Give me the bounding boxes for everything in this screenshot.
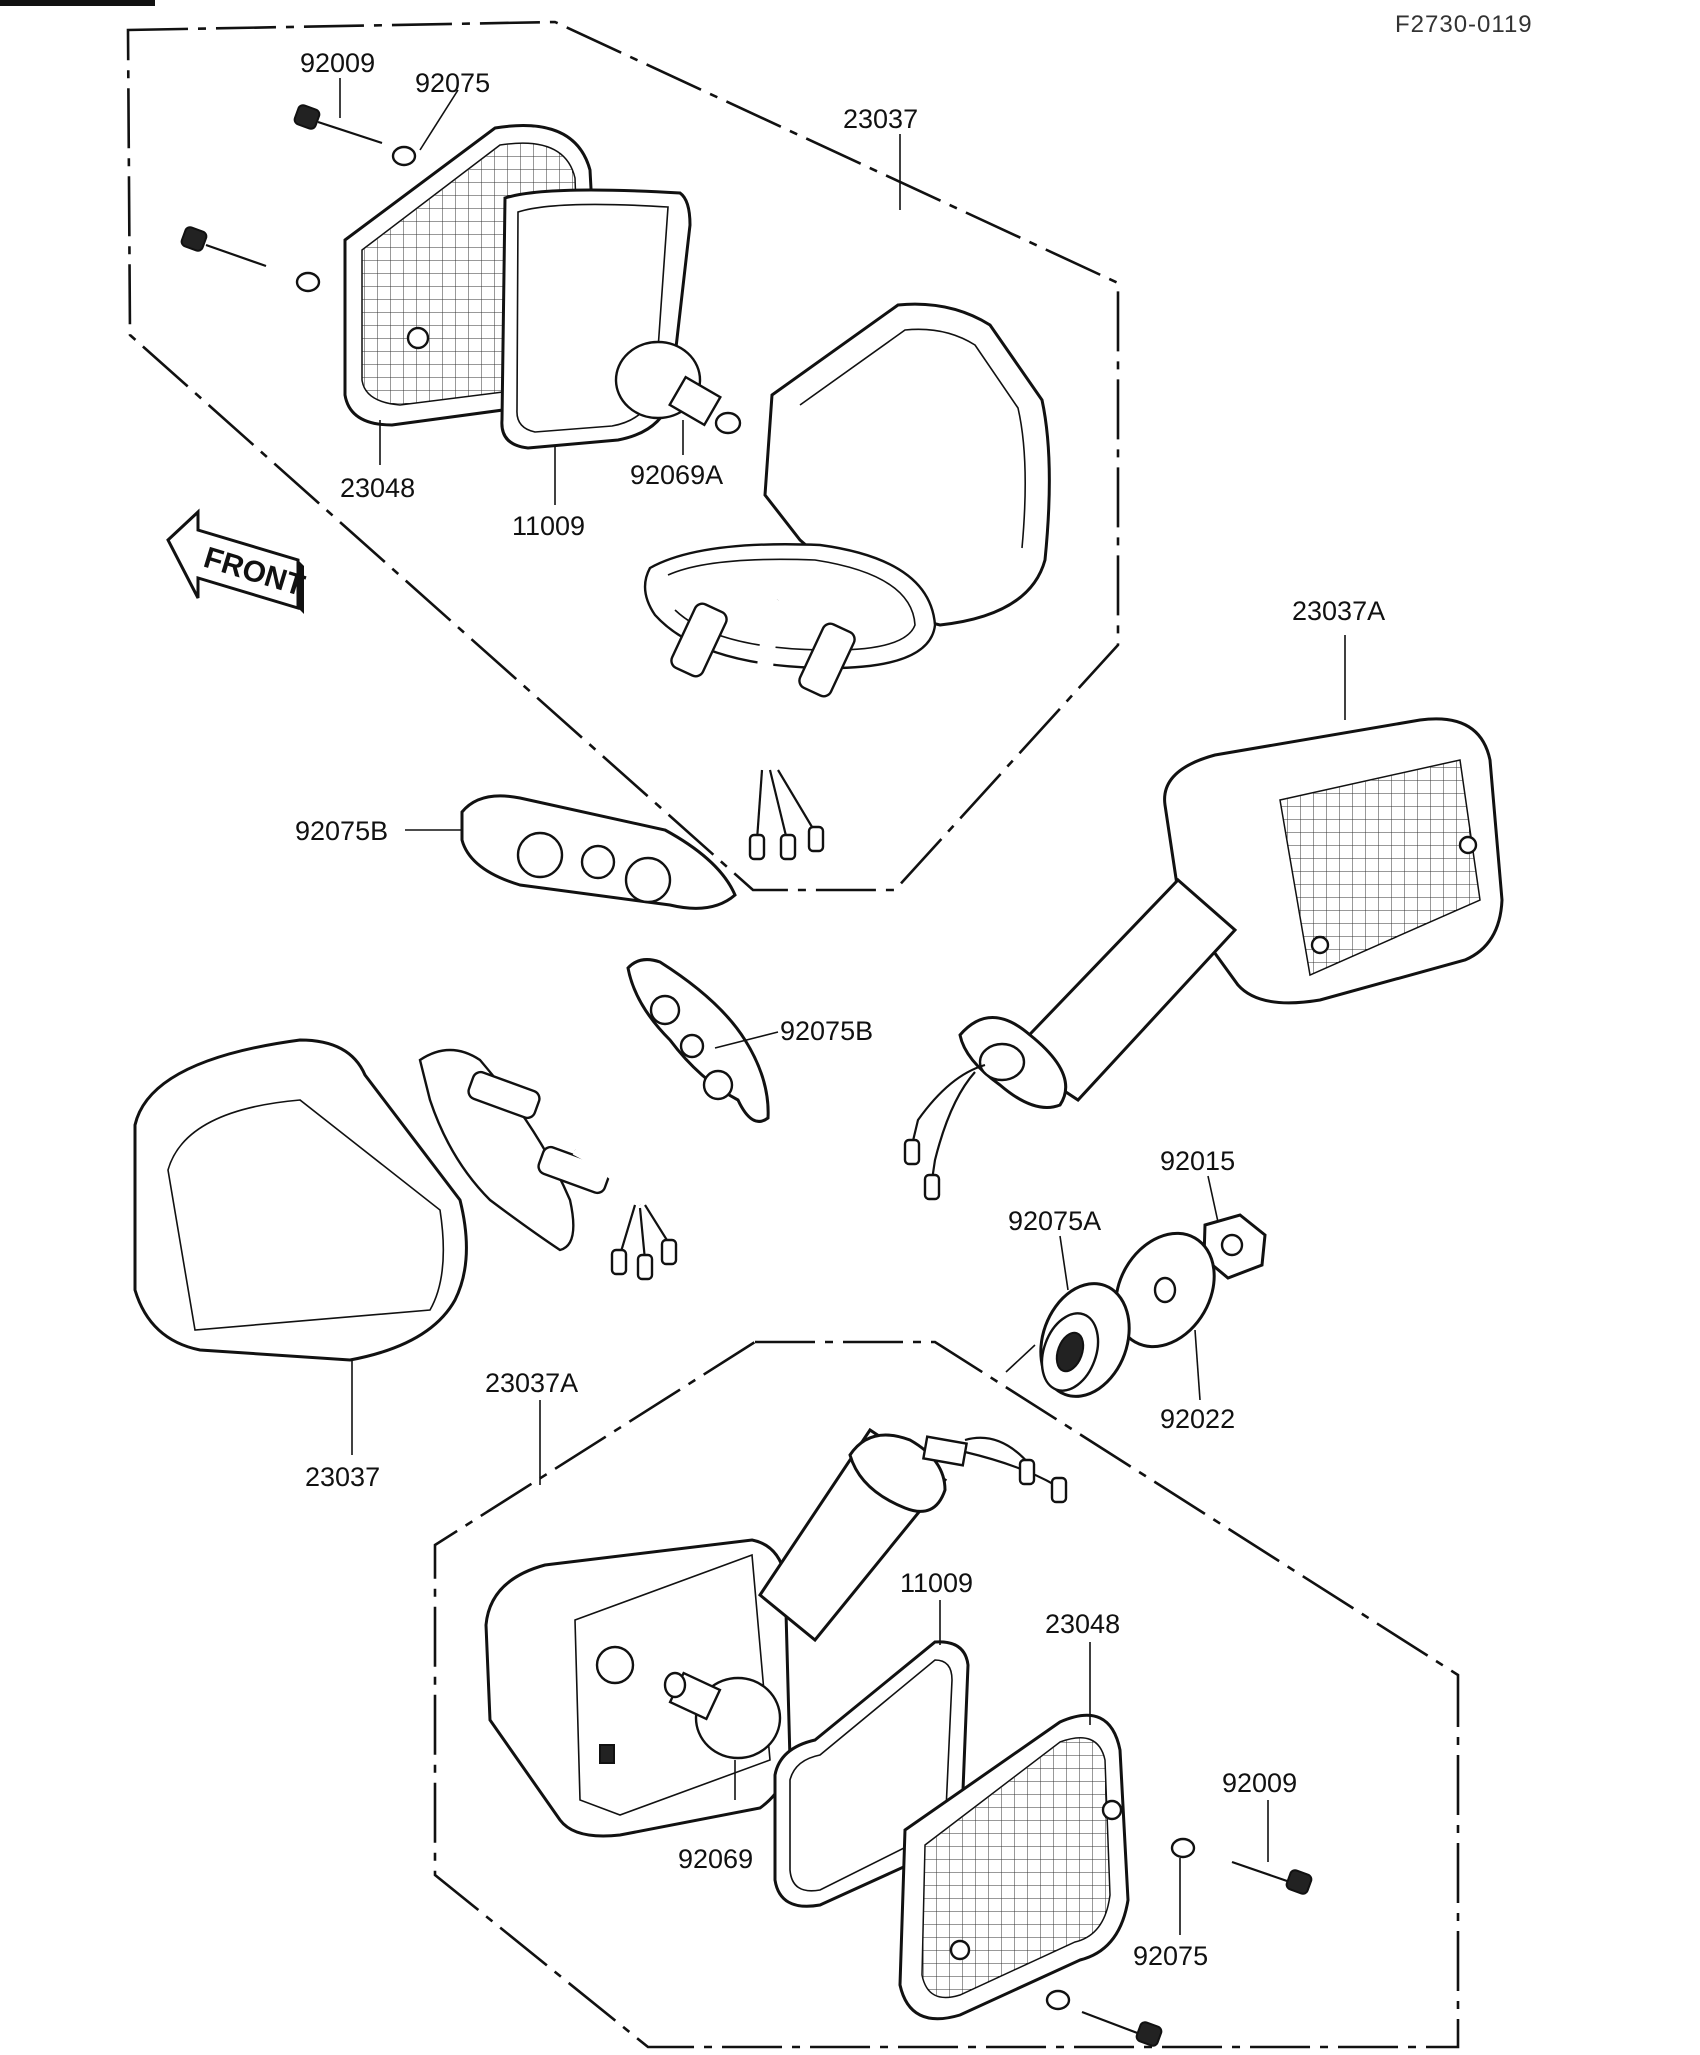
callout-left-assembly: 23037 <box>305 1462 380 1492</box>
left-assembly <box>133 1038 678 1362</box>
front-pad <box>460 794 737 910</box>
top-corner-mark <box>0 0 155 6</box>
callout-bottom-screw: 92009 <box>1222 1768 1297 1798</box>
callout-bottom-gasket: 11009 <box>900 1568 973 1598</box>
top-washer-1 <box>391 145 417 167</box>
callout-top-screw: 92009 <box>300 48 375 78</box>
callout-large-washer: 92022 <box>1160 1404 1235 1434</box>
top-housing <box>643 302 1051 861</box>
callout-nut: 92015 <box>1160 1146 1235 1176</box>
callout-right-assembly: 23037A <box>1292 596 1385 626</box>
callout-top-bulb: 92069A <box>630 460 723 490</box>
callout-bottom-bulb: 92069 <box>678 1844 753 1874</box>
callout-front-pad: 92075B <box>295 816 388 846</box>
grommet <box>1039 1282 1131 1398</box>
bottom-washer-2 <box>1045 1989 1071 2011</box>
callout-top-washer: 92075 <box>415 68 490 98</box>
callout-bottom-washer: 92075 <box>1133 1941 1208 1971</box>
top-bulb <box>614 340 742 435</box>
bottom-assembly-group-outline <box>433 1340 1460 2049</box>
nut <box>1202 1213 1267 1280</box>
top-screw-1 <box>293 104 383 145</box>
callout-grommet: 92075A <box>1008 1206 1101 1236</box>
bottom-washer-1 <box>1170 1837 1196 1859</box>
callout-bottom-lens: 23048 <box>1045 1609 1120 1639</box>
bottom-lens <box>898 1713 1130 2021</box>
bottom-screw-2 <box>1081 2010 1163 2047</box>
reference-code: F2730-0119 <box>1395 11 1533 38</box>
callout-top-gasket: 11009 <box>512 511 585 541</box>
front-arrow-icon: FRONT <box>166 508 308 614</box>
top-assembly-group-outline <box>126 20 1120 892</box>
top-washer-2 <box>295 271 321 293</box>
large-washer <box>1114 1231 1216 1349</box>
right-assembly <box>903 717 1504 1201</box>
bottom-screw-1 <box>1231 1860 1313 1895</box>
callout-bottom-assembly: 23037A <box>485 1368 578 1398</box>
top-screw-2 <box>180 226 267 268</box>
callout-top-assembly: 23037 <box>843 104 918 134</box>
rear-pad <box>626 958 770 1123</box>
leader-lines <box>339 78 1346 1935</box>
callout-rear-pad: 92075B <box>780 1016 873 1046</box>
callout-top-lens: 23048 <box>340 473 415 503</box>
bottom-assembly <box>484 1427 1068 1838</box>
